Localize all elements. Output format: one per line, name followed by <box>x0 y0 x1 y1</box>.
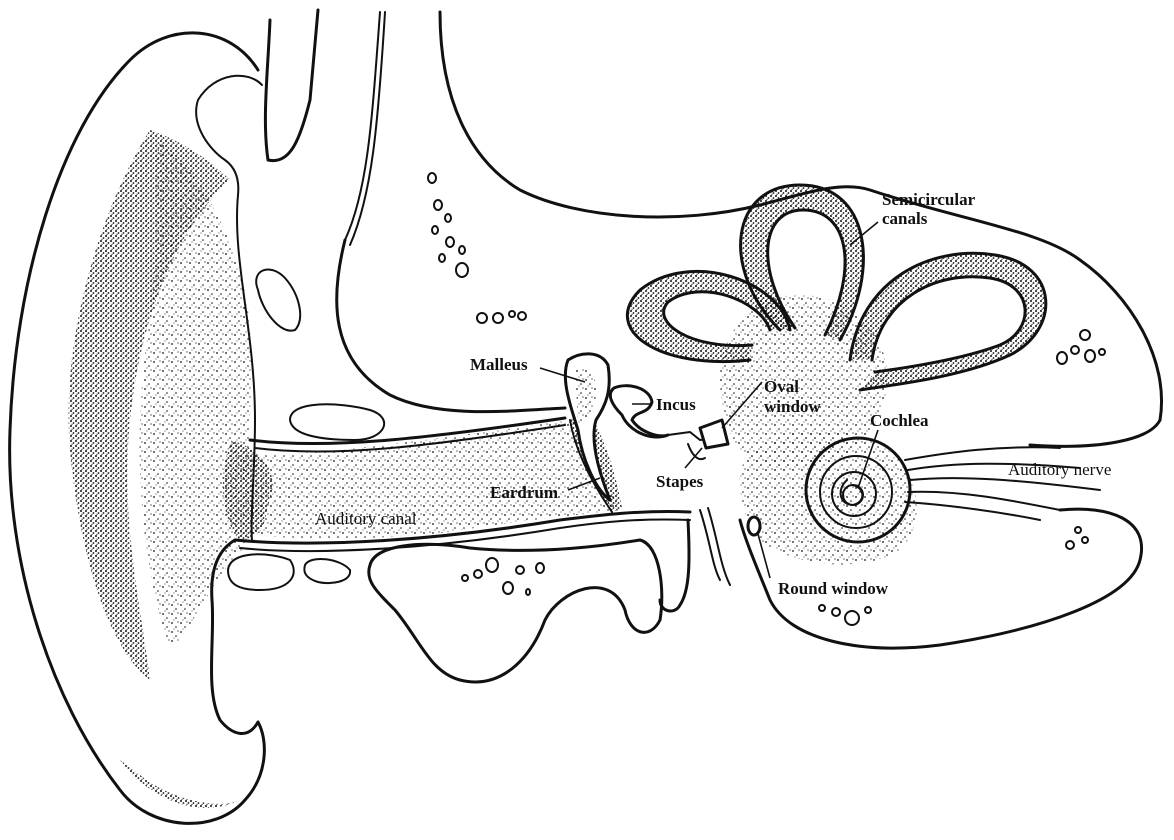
mastoid-void-2 <box>290 404 384 440</box>
label-semicircular-line2: canals <box>882 209 928 228</box>
stapes-footplate <box>700 420 728 448</box>
label-oval-line2: window <box>764 397 821 416</box>
skull-upper-contour <box>265 10 318 161</box>
label-incus: Incus <box>656 395 696 414</box>
stapes-detail <box>688 444 705 459</box>
label-cochlea: Cochlea <box>870 411 929 430</box>
canal-floor-bone-2 <box>708 508 730 585</box>
label-round-window: Round window <box>778 579 889 598</box>
pinna <box>10 33 265 824</box>
label-eardrum: Eardrum <box>490 483 558 502</box>
skull-below-canal <box>660 520 689 611</box>
round-window-shape <box>748 517 760 535</box>
mastoid-void-1 <box>256 269 300 330</box>
label-oval-line1: Oval <box>764 377 799 396</box>
lower-bone-block <box>369 540 662 682</box>
lower-void-1 <box>228 554 294 590</box>
auditory-canal <box>223 418 690 551</box>
label-semicircular-line1: Semicircular <box>882 190 976 209</box>
label-auditory-canal: Auditory canal <box>315 509 417 528</box>
lower-void-2 <box>304 559 350 583</box>
label-auditory-nerve: Auditory nerve <box>1008 460 1111 479</box>
earlobe-shade <box>120 760 240 808</box>
inner-ear <box>627 185 1100 564</box>
bone-middle-boundary <box>337 240 565 412</box>
label-stapes: Stapes <box>656 472 704 491</box>
label-malleus: Malleus <box>470 355 528 374</box>
bone-right-edge <box>1030 420 1160 446</box>
